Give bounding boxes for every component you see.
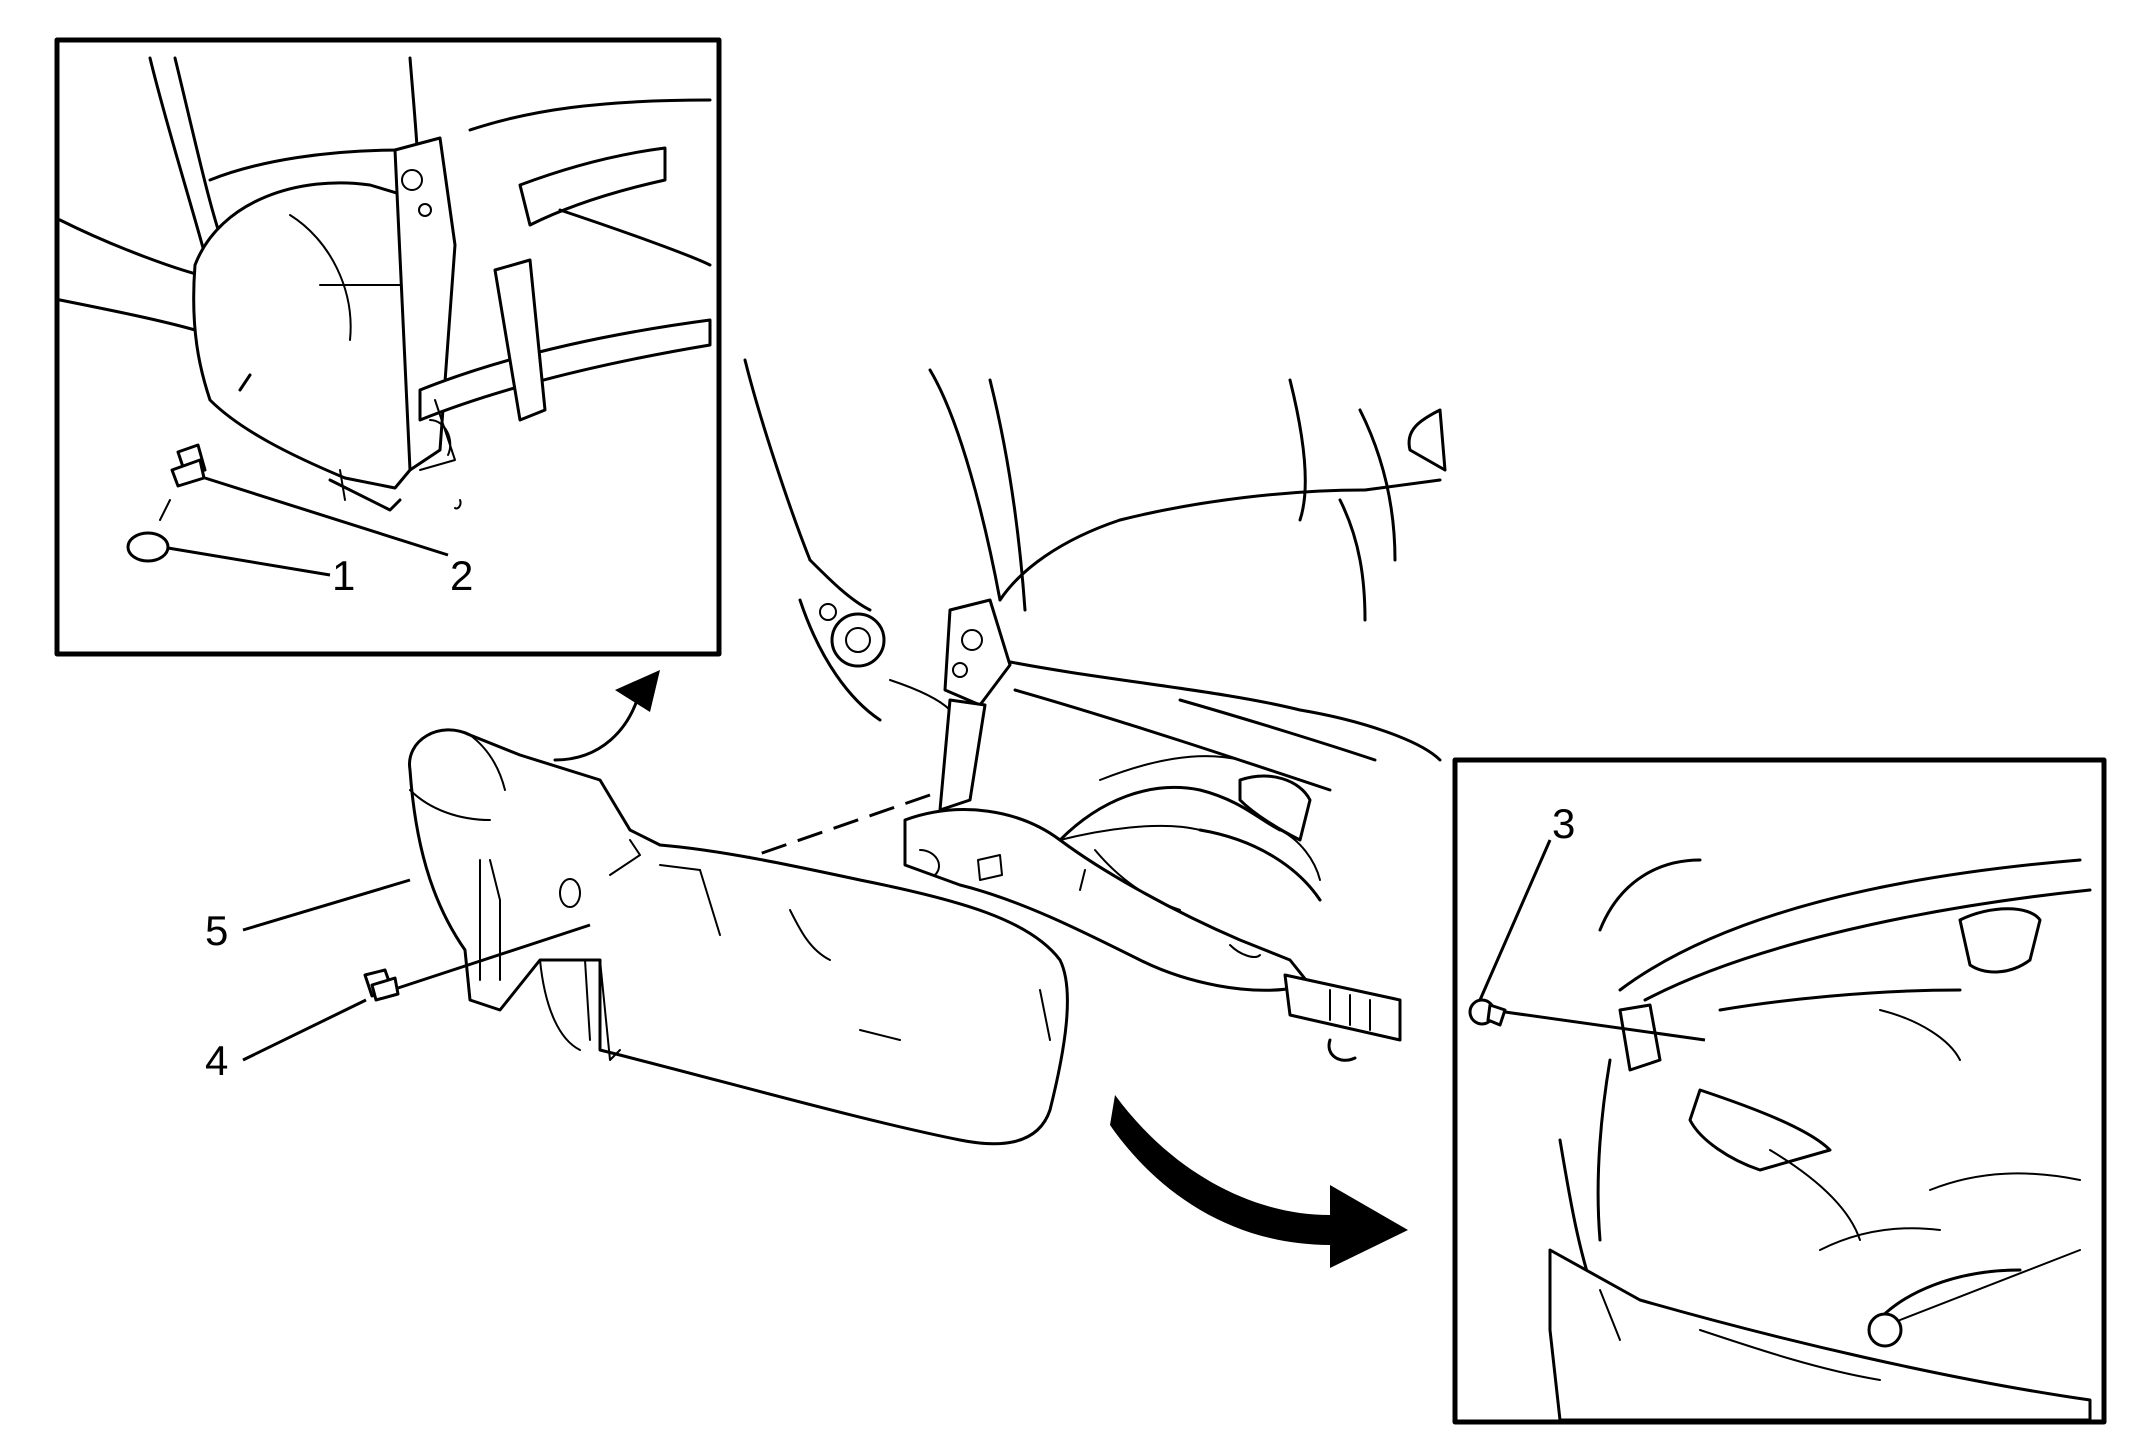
callout-label-4: 4	[205, 1037, 228, 1084]
callout-label-1: 1	[332, 552, 355, 599]
detail-inset-top-left: 1 2	[54, 37, 722, 657]
leader-3-axis	[1504, 1010, 1706, 1042]
recliner-mechanism	[798, 558, 951, 722]
callout-label-2: 2	[450, 552, 473, 599]
leader-3	[1478, 839, 1552, 1001]
main-seat-drawing	[743, 358, 1447, 1062]
screw-icon	[1468, 998, 1507, 1027]
screw-icon	[363, 923, 591, 1002]
callout-label-5: 5	[205, 907, 228, 954]
inset-rail-drawing	[1548, 858, 2092, 1422]
washer-icon	[126, 531, 170, 563]
inset-frame	[1452, 757, 2107, 1425]
leader-4	[242, 998, 367, 1062]
inset-seat-drawing	[58, 56, 712, 577]
inset-frame	[54, 37, 722, 657]
curved-arrow-up-icon	[553, 670, 660, 762]
screw-icon	[170, 443, 207, 488]
curved-arrow-right-icon	[1110, 1095, 1408, 1268]
detail-inset-bottom-right: 3	[1452, 757, 2107, 1425]
leader-5	[242, 878, 411, 932]
callout-label-3: 3	[1552, 800, 1575, 847]
